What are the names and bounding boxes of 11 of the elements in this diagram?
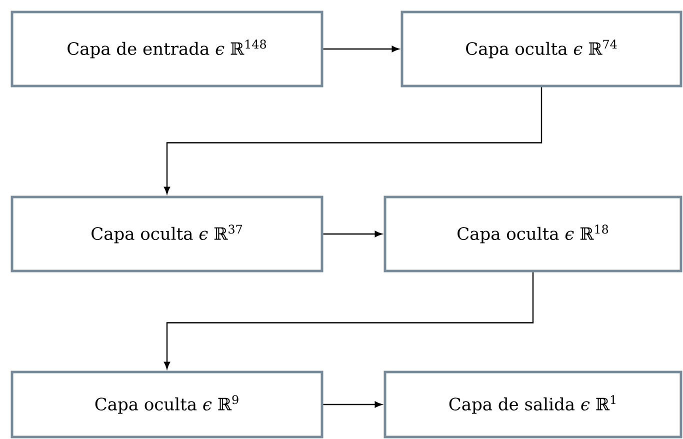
layer-box: Capa oculta ϵ ℝ$^{37}$: [10, 196, 324, 272]
arrow: [323, 46, 399, 52]
arrow: [323, 401, 382, 408]
layer-box: Capa oculta ϵ ℝ$^{9}$: [10, 370, 324, 438]
layer-box: Capa oculta ϵ ℝ$^{74}$: [400, 10, 682, 88]
layer-box: Capa de entrada ϵ ℝ$^{148}$: [10, 10, 324, 88]
arrow: [164, 87, 542, 194]
layer-box: Capa oculta ϵ ℝ$^{18}$: [384, 196, 682, 272]
layer-box: Capa de salida ϵ ℝ$^{1}$: [384, 370, 682, 438]
arrow: [164, 272, 534, 369]
arrow: [323, 230, 382, 238]
